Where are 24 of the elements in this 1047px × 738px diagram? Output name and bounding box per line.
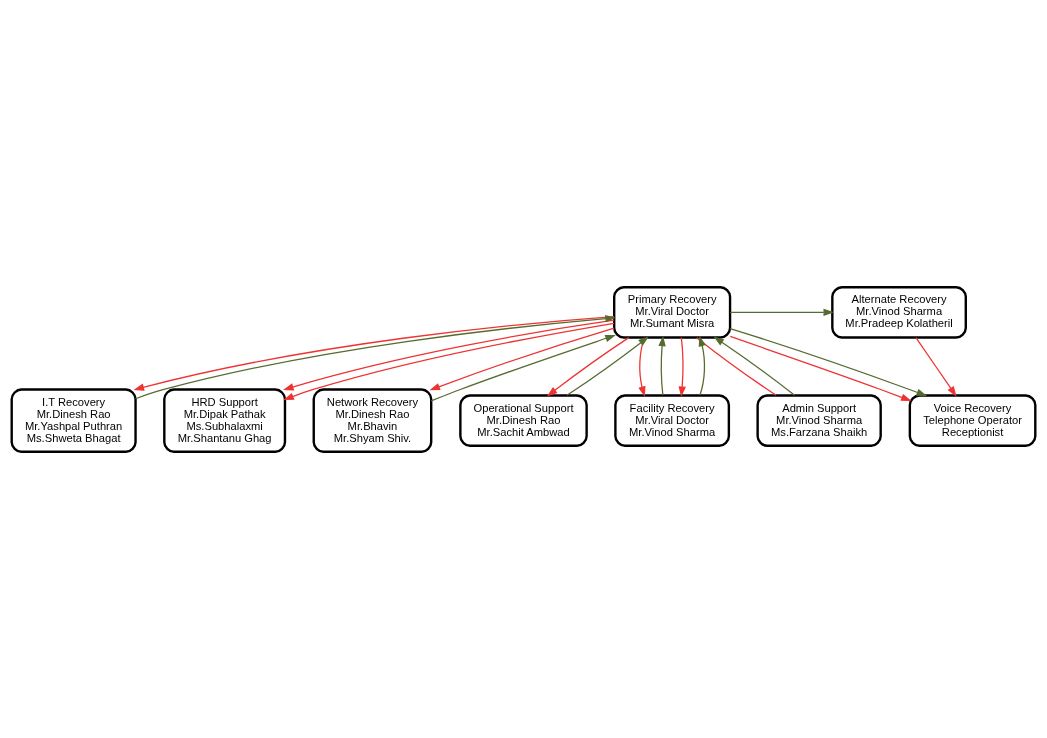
arrow: [678, 336, 686, 397]
connector: [696, 336, 777, 396]
arrow: [283, 319, 615, 390]
node-box: Network Recovery Mr.Dinesh Rao Mr.Bhavin Mr.Shyam Shiv.: [312, 387, 433, 453]
node-box: Operational Support Mr.Dinesh Rao Mr.Sachit Ambwad: [459, 393, 588, 447]
arrow: [566, 335, 649, 396]
node-box: Admin Support Mr.Vinod Sharma Ms.Farzana Shaikh: [756, 393, 882, 447]
arrow: [729, 327, 928, 396]
arrow: [429, 326, 615, 390]
node-box: I.T Recovery Mr.Dinesh Rao Mr.Yashpal Puthran Ms.Shweta Bhagat: [10, 387, 137, 453]
arrow: [546, 336, 630, 396]
arrow: [713, 336, 796, 396]
arrow: [698, 335, 706, 396]
arrow: [729, 335, 912, 401]
arrow: [729, 308, 835, 316]
arrow: [658, 335, 666, 396]
node-box: HRD Support Mr.Dipak Pathak Ms.Subhalaxmi Mr.Shantanu Ghag: [163, 387, 287, 453]
arrow: [430, 334, 616, 401]
arrow: [283, 322, 615, 400]
node-box: Alternate Recovery Mr.Vinod Sharma Mr.Pradeep Kolatheril: [831, 285, 967, 339]
node-box: Primary Recovery Mr.Viral Doctor Mr.Sumant Misra: [613, 285, 732, 339]
node-box: Voice Recovery Telephone Operator Receptionist: [908, 393, 1037, 447]
arrow: [915, 336, 957, 397]
node-box: Facility Recovery Mr.Viral Doctor Mr.Vinod Sharma: [614, 393, 731, 447]
